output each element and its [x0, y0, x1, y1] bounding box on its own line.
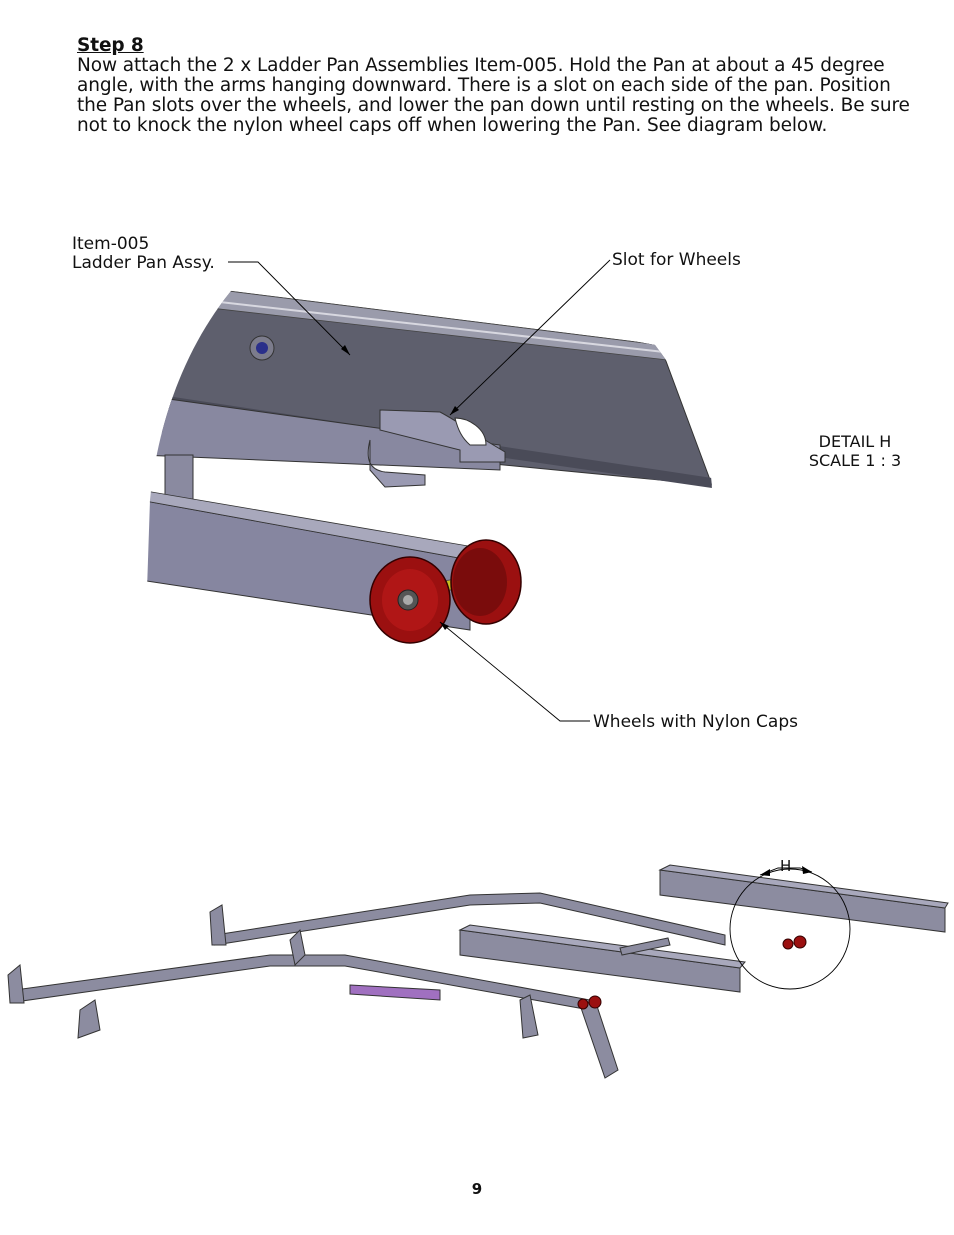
step-title: Step 8 [77, 35, 144, 56]
callout-item-name: Ladder Pan Assy. [72, 253, 215, 273]
overall-assembly [7, 864, 949, 1079]
step-instructions: Step 8 Now attach the 2 x Ladder Pan Ass… [77, 36, 917, 136]
assembly-wheel-front [588, 995, 602, 1009]
page-number: 9 [471, 1180, 483, 1198]
step-text: Now attach the 2 x Ladder Pan Assemblies… [77, 55, 910, 136]
wheel-slot [454, 417, 487, 446]
leader-line-pan [228, 261, 351, 356]
detail-scale: SCALE 1 : 3 [808, 451, 902, 470]
detail-caption: DETAIL H SCALE 1 : 3 [800, 432, 910, 470]
detail-marker: H [780, 857, 792, 875]
callout-slot: Slot for Wheels [612, 250, 741, 270]
callout-wheels: Wheels with Nylon Caps [593, 712, 798, 732]
assembly-wheel-back [793, 935, 807, 949]
detail-circle [729, 868, 851, 990]
leader-line-wheels [439, 621, 590, 722]
detail-title: DETAIL H [818, 432, 892, 451]
leader-line-slot [449, 259, 611, 416]
callout-item-number: Item-005 [72, 234, 150, 254]
